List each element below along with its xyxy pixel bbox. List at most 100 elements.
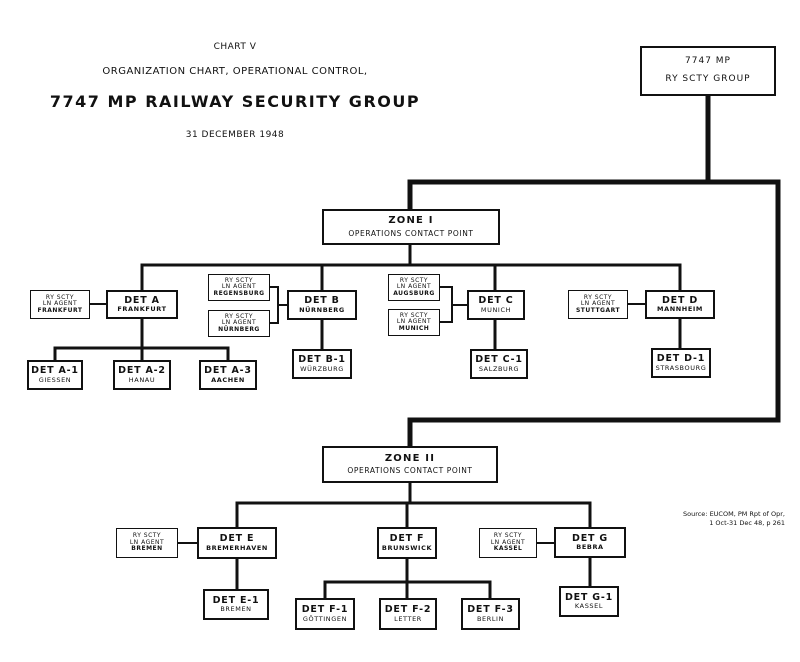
box-det-f: DET F BRUNSWICK [377,527,437,559]
box-location: SALZBURG [478,364,520,373]
box-agent-stuttgart: RY SCTY LN AGENT STUTTGART [568,290,628,319]
box-det-c: DET C MUNICH [467,290,525,320]
agent-line: KASSEL [493,545,523,553]
box-location: GÖTTINGEN [302,614,348,623]
box-det-f2: DET F-2 LETTER [379,598,437,630]
box-det-a3: DET A-3 AACHEN [199,360,257,390]
agent-line: LN AGENT [129,538,165,546]
agent-line: RY SCTY [583,293,613,301]
box-line: 7747 MP [685,56,731,67]
source-line: 1 Oct-31 Dec 48, p 261 [709,518,785,527]
box-det-e1: DET E-1 BREMEN [203,589,269,620]
box-subtitle: OPERATIONS CONTACT POINT [347,466,473,476]
box-zone1: ZONE I OPERATIONS CONTACT POINT [322,209,500,245]
box-location: STRASBOURG [655,363,707,372]
box-title: DET A-3 [204,365,252,377]
source-note: Source: EUCOM, PM Rpt of Opr, 1 Oct-31 D… [620,510,785,528]
box-location: KASSEL [574,602,604,611]
box-location: WÜRZBURG [300,364,344,373]
box-title: DET F-3 [467,604,514,616]
agent-line: NÜRNBERG [218,325,260,333]
agent-line: RY SCTY [224,312,254,320]
box-location: AACHEN [211,375,245,384]
box-location: MANNHEIM [657,305,703,314]
box-title: DET E-1 [212,594,260,606]
box-det-e: DET E BREMERHAVEN [197,527,277,559]
box-location: BREMERHAVEN [206,543,268,552]
chart-title: 7747 MP RAILWAY SECURITY GROUP [49,92,421,111]
box-title: DET F-1 [301,604,349,616]
agent-line: LN AGENT [221,319,257,327]
source-line: Source: EUCOM, PM Rpt of Opr, [682,510,785,518]
agent-line: BREMEN [131,545,163,553]
box-agent-bremen: RY SCTY LN AGENT BREMEN [116,528,178,558]
box-location: HANAU [128,375,156,384]
box-title: DET D-1 [656,353,706,365]
agent-line: LN AGENT [396,318,432,326]
box-zone2: ZONE II OPERATIONS CONTACT POINT [322,446,498,483]
box-title: DET G-1 [564,591,614,603]
chart-number: CHART V [213,42,257,52]
box-location: BEBRA [576,543,604,552]
agent-line: RY SCTY [493,532,523,540]
box-location: BREMEN [220,605,252,614]
agent-line: FRANKFURT [37,306,83,314]
box-det-d: DET D MANNHEIM [645,290,715,319]
box-location: NÜRNBERG [299,305,345,314]
box-det-a1: DET A-1 GIESSEN [27,360,83,390]
box-location: FRANKFURT [117,305,167,314]
box-title: DET A-1 [31,365,79,377]
box-title: DET F [389,533,425,545]
box-title: DET F-2 [384,604,432,616]
box-location: LETTER [394,614,422,623]
box-title: DET D [661,294,699,306]
agent-line: RY SCTY [132,532,162,540]
chart-subtitle: ORGANIZATION CHART, OPERATIONAL CONTROL, [102,66,368,77]
agent-line: AUGSBURG [393,289,435,297]
box-det-b: DET B NÜRNBERG [287,290,357,320]
box-agent-augsburg: RY SCTY LN AGENT AUGSBURG [388,274,440,301]
box-agent-kassel: RY SCTY LN AGENT KASSEL [479,528,537,558]
box-agent-regensburg: RY SCTY LN AGENT REGENSBURG [208,274,270,301]
box-location: MUNICH [480,305,512,314]
agent-line: STUTTGART [575,306,621,314]
box-det-g1: DET G-1 KASSEL [559,586,619,617]
box-title: DET C [478,295,514,307]
box-agent-nurnberg: RY SCTY LN AGENT NÜRNBERG [208,310,270,337]
box-title: DET C-1 [475,354,523,366]
agent-line: REGENSBURG [213,289,265,297]
box-det-g: DET G BEBRA [554,527,626,558]
box-title: DET A-2 [118,365,166,377]
agent-line: LN AGENT [42,300,78,308]
box-location: BERLIN [476,614,505,623]
agent-line: MUNICH [398,324,430,332]
box-det-d1: DET D-1 STRASBOURG [651,348,711,378]
box-agent-munich: RY SCTY LN AGENT MUNICH [388,309,440,336]
box-det-f1: DET F-1 GÖTTINGEN [295,598,355,630]
box-title: DET G [572,532,608,544]
agent-line: LN AGENT [490,538,526,546]
box-det-a2: DET A-2 HANAU [113,360,171,390]
agent-line: RY SCTY [399,311,429,319]
agent-line: RY SCTY [224,276,254,284]
chart-date: 31 DECEMBER 1948 [185,130,285,140]
box-location: GIESSEN [38,375,72,384]
box-subtitle: OPERATIONS CONTACT POINT [348,228,474,238]
box-ry-scty-group: 7747 MP RY SCTY GROUP [640,46,776,96]
agent-line: RY SCTY [45,293,75,301]
box-det-a: DET A FRANKFURT [106,290,178,319]
agent-line: LN AGENT [580,300,616,308]
agent-line: LN AGENT [221,283,257,291]
box-title: DET B [304,295,340,307]
box-det-b1: DET B-1 WÜRZBURG [292,349,352,379]
box-det-f3: DET F-3 BERLIN [461,598,520,630]
box-title: DET B-1 [298,354,346,366]
box-title: ZONE I [388,215,434,227]
box-title: DET A [124,294,160,306]
box-location: BRUNSWICK [381,543,433,552]
box-agent-frankfurt: RY SCTY LN AGENT FRANKFURT [30,290,90,319]
box-title: DET E [219,533,255,545]
box-line: RY SCTY GROUP [665,74,751,84]
agent-line: RY SCTY [399,276,429,284]
